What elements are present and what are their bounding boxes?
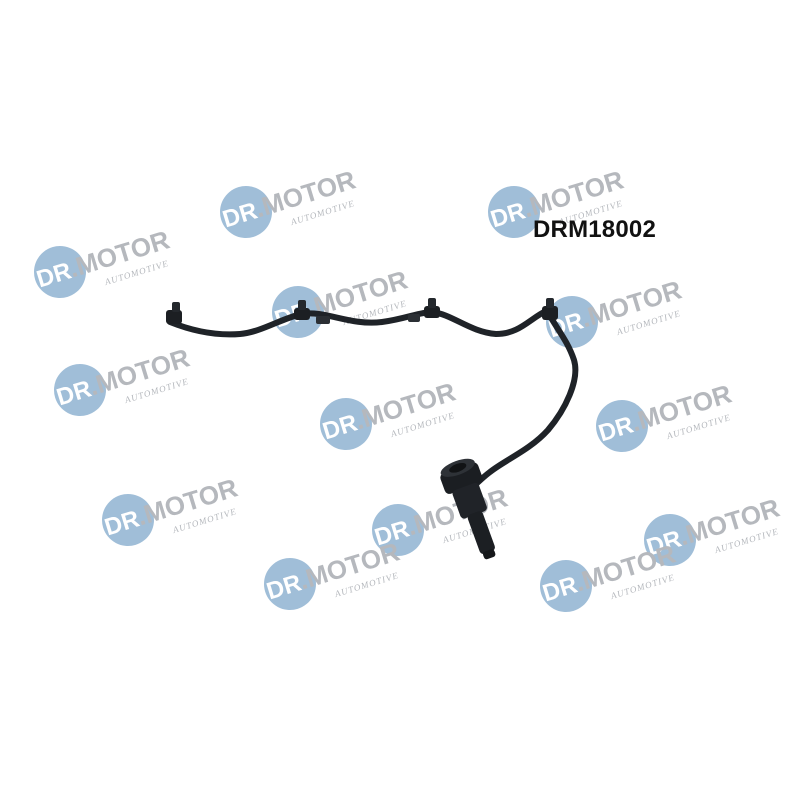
hose-clip	[408, 314, 420, 322]
quick-connector	[440, 458, 496, 560]
part-number-label: DRM18002	[533, 216, 656, 243]
hose-clip	[316, 316, 330, 324]
hose-branch-line	[467, 313, 579, 493]
hose-t-fitting	[424, 298, 440, 318]
hose-end-connector	[166, 302, 182, 324]
hose-main-line	[167, 307, 551, 338]
hose-t-fitting	[542, 298, 558, 320]
hose-t-fitting	[294, 300, 310, 320]
